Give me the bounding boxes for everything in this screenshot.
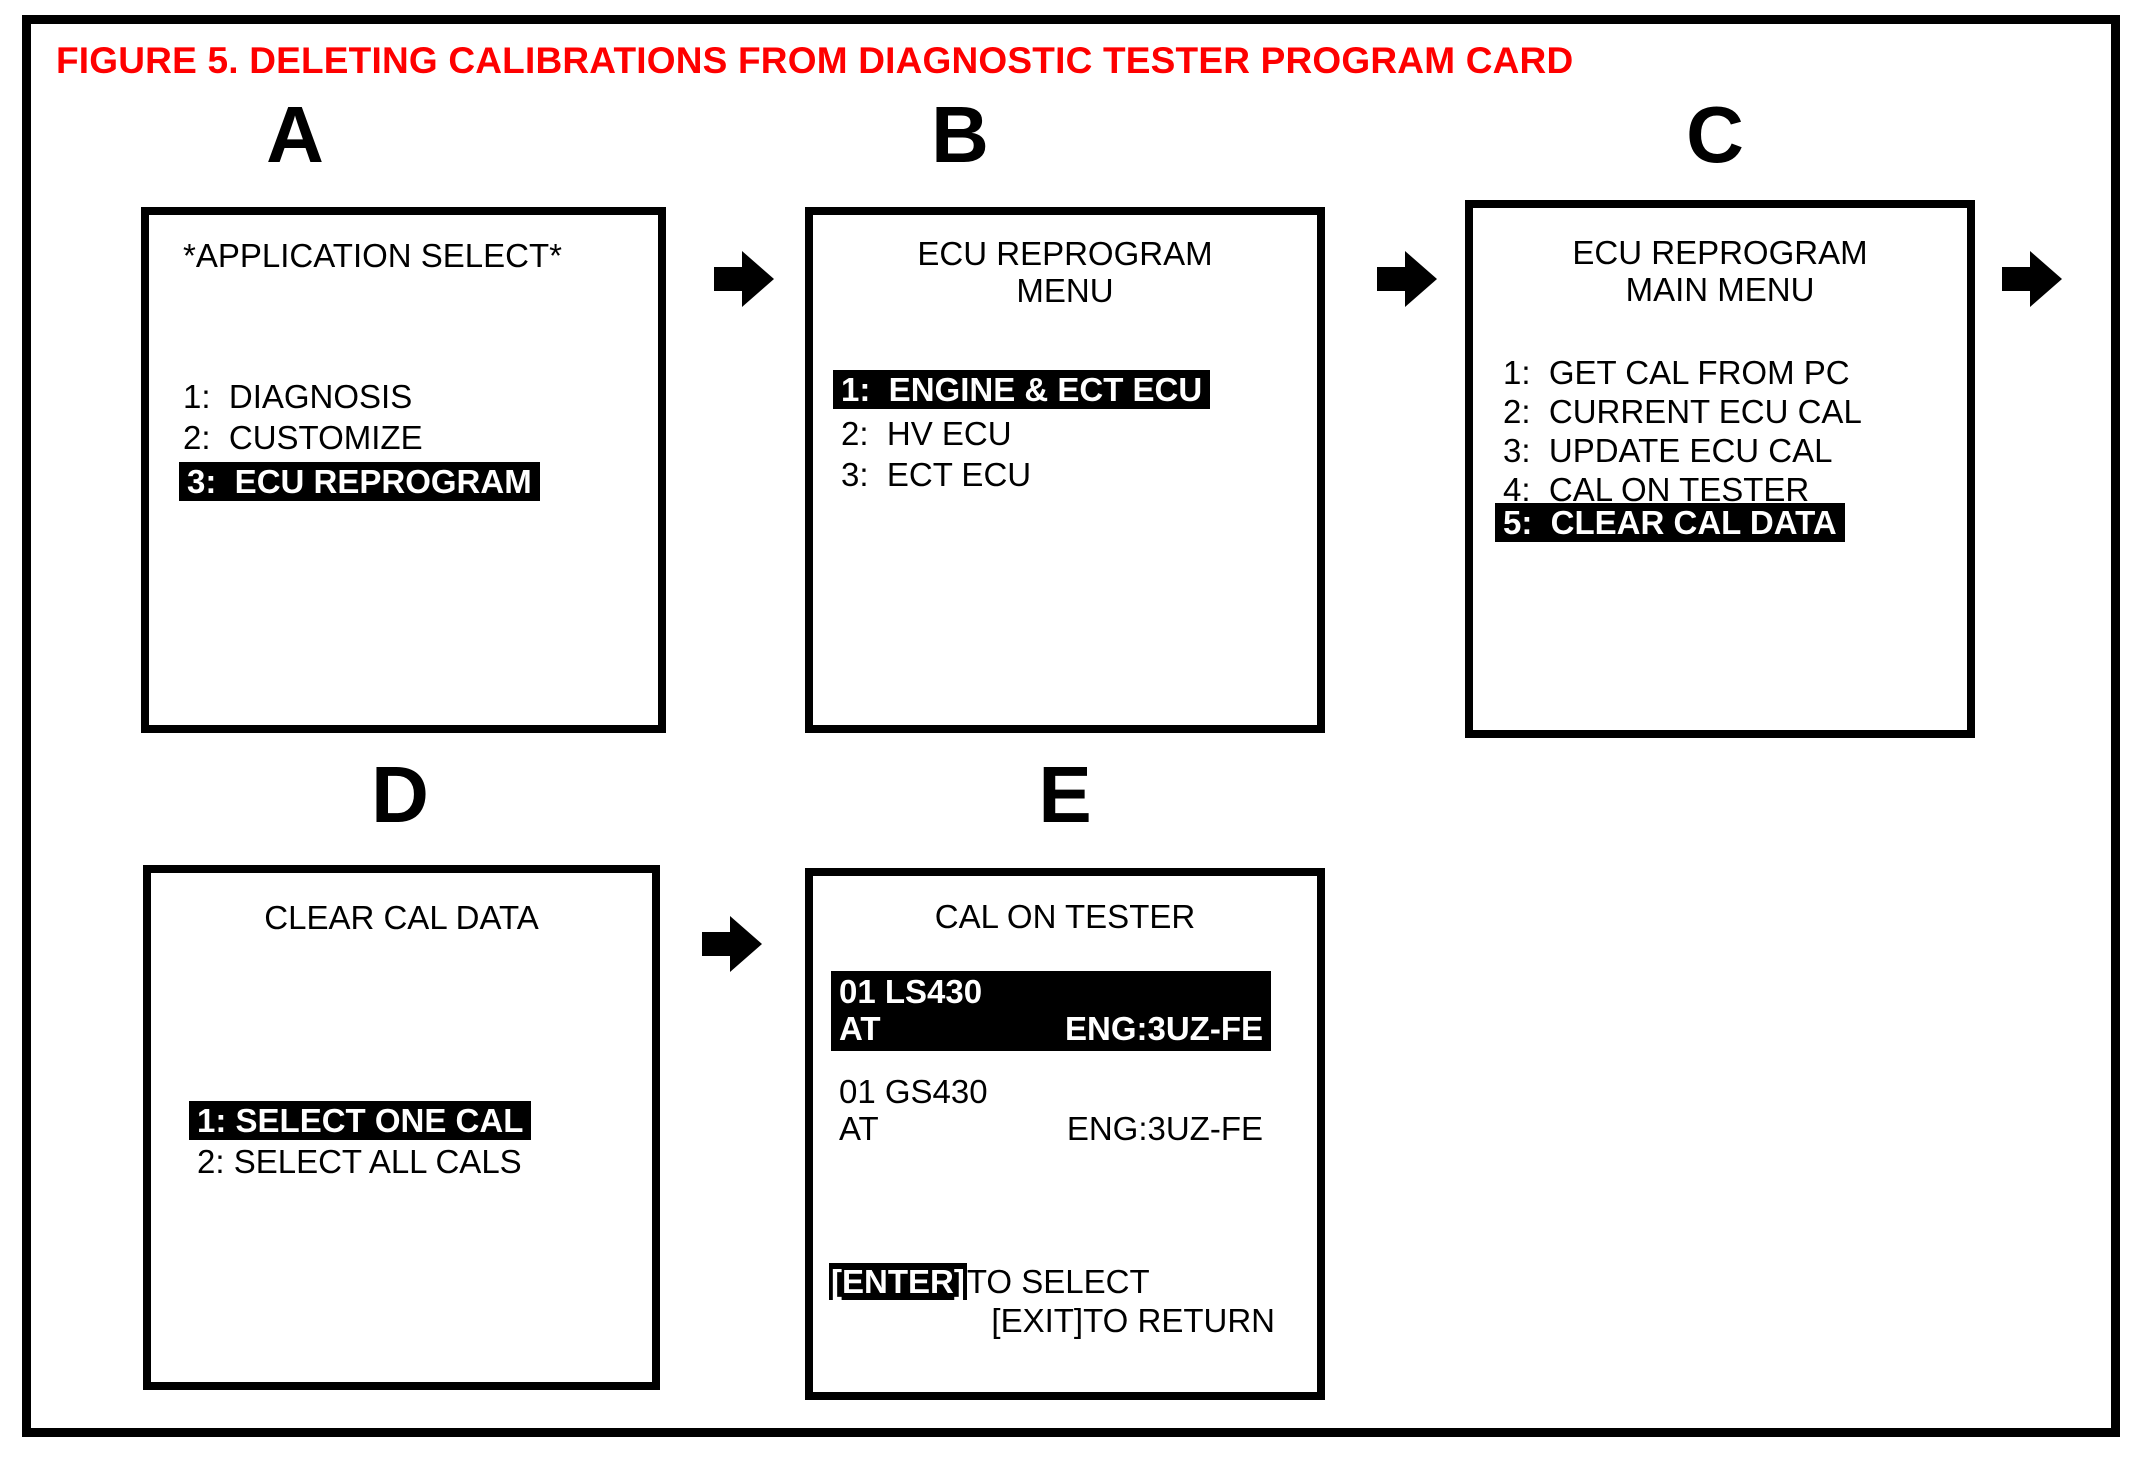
footer-line-enter: [ENTER]TO SELECT <box>829 1263 1303 1300</box>
screen-b-title: ECU REPROGRAM MENU <box>917 235 1213 310</box>
exit-key-badge[interactable]: [EXIT] <box>991 1302 1084 1339</box>
step-letter-b: B <box>931 90 989 179</box>
menu-item-diagnosis[interactable]: 1: DIAGNOSIS <box>183 378 413 415</box>
menu-item-customize[interactable]: 2: CUSTOMIZE <box>183 419 423 456</box>
cal-entry-gs430-trans: AT <box>839 1110 879 1147</box>
arrow-c-to-d <box>2000 247 2064 311</box>
cal-entry-ls430[interactable]: 01 LS430 AT ENG:3UZ-FE <box>831 971 1271 1051</box>
menu-item-ect-ecu[interactable]: 3: ECT ECU <box>841 456 1032 493</box>
screen-ecu-reprogram-menu[interactable]: ECU REPROGRAM MENU 1: ENGINE & ECT ECU 2… <box>805 207 1325 733</box>
menu-item-select-all-cals[interactable]: 2: SELECT ALL CALS <box>197 1143 522 1180</box>
screen-c-title: ECU REPROGRAM MAIN MENU <box>1572 234 1868 309</box>
cal-entry-gs430-engine: ENG:3UZ-FE <box>1066 1110 1263 1147</box>
screen-d-title: CLEAR CAL DATA <box>264 899 539 936</box>
arrow-d-to-e <box>700 912 764 976</box>
screen-a-title: *APPLICATION SELECT* <box>183 237 563 274</box>
cal-entry-gs430[interactable]: 01 GS430 AT ENG:3UZ-FE <box>831 1071 1271 1151</box>
menu-item-select-one-cal[interactable]: 1: SELECT ONE CAL <box>189 1101 532 1140</box>
screen-application-select[interactable]: *APPLICATION SELECT* 1: DIAGNOSIS 2: CUS… <box>141 207 666 733</box>
figure-title: FIGURE 5. DELETING CALIBRATIONS FROM DIA… <box>56 40 1574 81</box>
cal-entry-ls430-trans: AT <box>839 1010 881 1047</box>
menu-item-get-cal-from-pc[interactable]: 1: GET CAL FROM PC <box>1503 354 1850 391</box>
step-letter-d: D <box>371 750 429 839</box>
step-letter-a: A <box>266 90 324 179</box>
screen-e-title: CAL ON TESTER <box>934 898 1196 935</box>
step-letter-e: E <box>1038 750 1092 839</box>
screen-clear-cal-data[interactable]: CLEAR CAL DATA 1: SELECT ONE CAL 2: SELE… <box>143 865 660 1390</box>
menu-item-current-ecu-cal[interactable]: 2: CURRENT ECU CAL <box>1503 393 1862 430</box>
arrow-a-to-b <box>712 247 776 311</box>
enter-key-action: TO SELECT <box>966 1263 1150 1300</box>
exit-key-action: TO RETURN <box>1083 1302 1275 1339</box>
step-letter-c: C <box>1686 90 1744 179</box>
menu-item-ecu-reprogram[interactable]: 3: ECU REPROGRAM <box>179 462 540 501</box>
menu-item-cal-on-tester[interactable]: 4: CAL ON TESTER <box>1503 471 1810 508</box>
cal-entry-gs430-name: 01 GS430 <box>839 1073 988 1110</box>
menu-item-hv-ecu[interactable]: 2: HV ECU <box>841 415 1012 452</box>
arrow-b-to-c <box>1375 247 1439 311</box>
footer-line-exit: [EXIT]TO RETURN <box>829 1304 1303 1337</box>
enter-key-badge[interactable]: [ENTER] <box>829 1263 967 1300</box>
screen-cal-on-tester[interactable]: CAL ON TESTER 01 LS430 AT ENG:3UZ-FE 01 … <box>805 868 1325 1400</box>
menu-item-update-ecu-cal[interactable]: 3: UPDATE ECU CAL <box>1503 432 1833 469</box>
screen-e-footer: [ENTER]TO SELECT [EXIT]TO RETURN <box>829 1263 1303 1337</box>
menu-item-engine-ect-ecu[interactable]: 1: ENGINE & ECT ECU <box>833 370 1211 409</box>
cal-entry-ls430-name: 01 LS430 <box>839 973 983 1010</box>
screen-ecu-reprogram-main-menu[interactable]: ECU REPROGRAM MAIN MENU 1: GET CAL FROM … <box>1465 200 1975 738</box>
menu-item-clear-cal-data[interactable]: 5: CLEAR CAL DATA <box>1495 503 1845 542</box>
cal-entry-ls430-engine: ENG:3UZ-FE <box>1065 1010 1263 1047</box>
